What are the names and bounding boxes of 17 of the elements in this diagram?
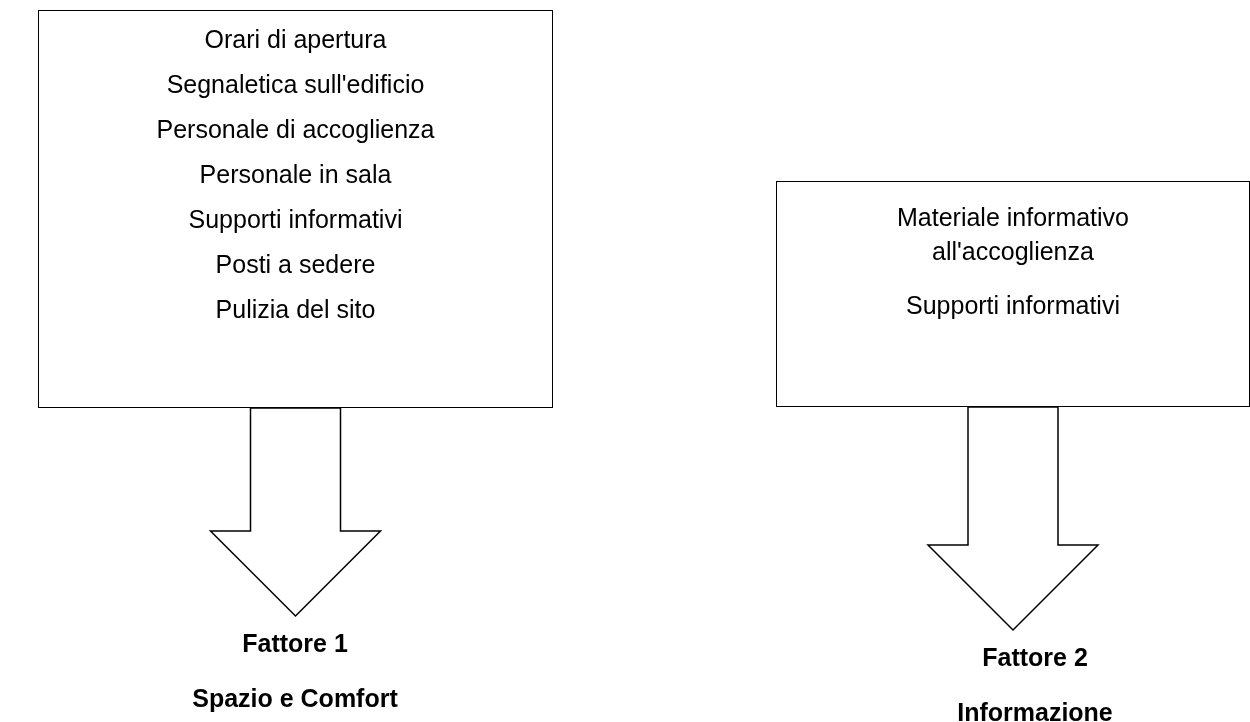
list-item: Supporti informativi bbox=[906, 290, 1120, 321]
list-item: Orari di apertura bbox=[204, 24, 387, 55]
factor-number: Fattore 1 bbox=[242, 628, 348, 659]
factor-name: Informazione bbox=[957, 697, 1113, 722]
text-box bbox=[38, 10, 553, 408]
list-item: Materiale informativo all'accoglienza bbox=[896, 202, 1130, 267]
factor-name: Spazio e Comfort bbox=[192, 683, 398, 714]
list-item: Segnaletica sull'edificio bbox=[166, 69, 425, 100]
list-item: Pulizia del sito bbox=[215, 294, 376, 325]
list-item: Supporti informativi bbox=[188, 204, 403, 235]
block-arrow bbox=[208, 407, 383, 618]
list-item: Personale di accoglienza bbox=[156, 114, 435, 145]
block-arrow bbox=[926, 406, 1100, 632]
list-item: Personale in sala bbox=[199, 159, 392, 190]
list-item: Posti a sedere bbox=[215, 249, 376, 280]
text-box bbox=[776, 181, 1250, 407]
factor-number: Fattore 2 bbox=[982, 642, 1088, 673]
